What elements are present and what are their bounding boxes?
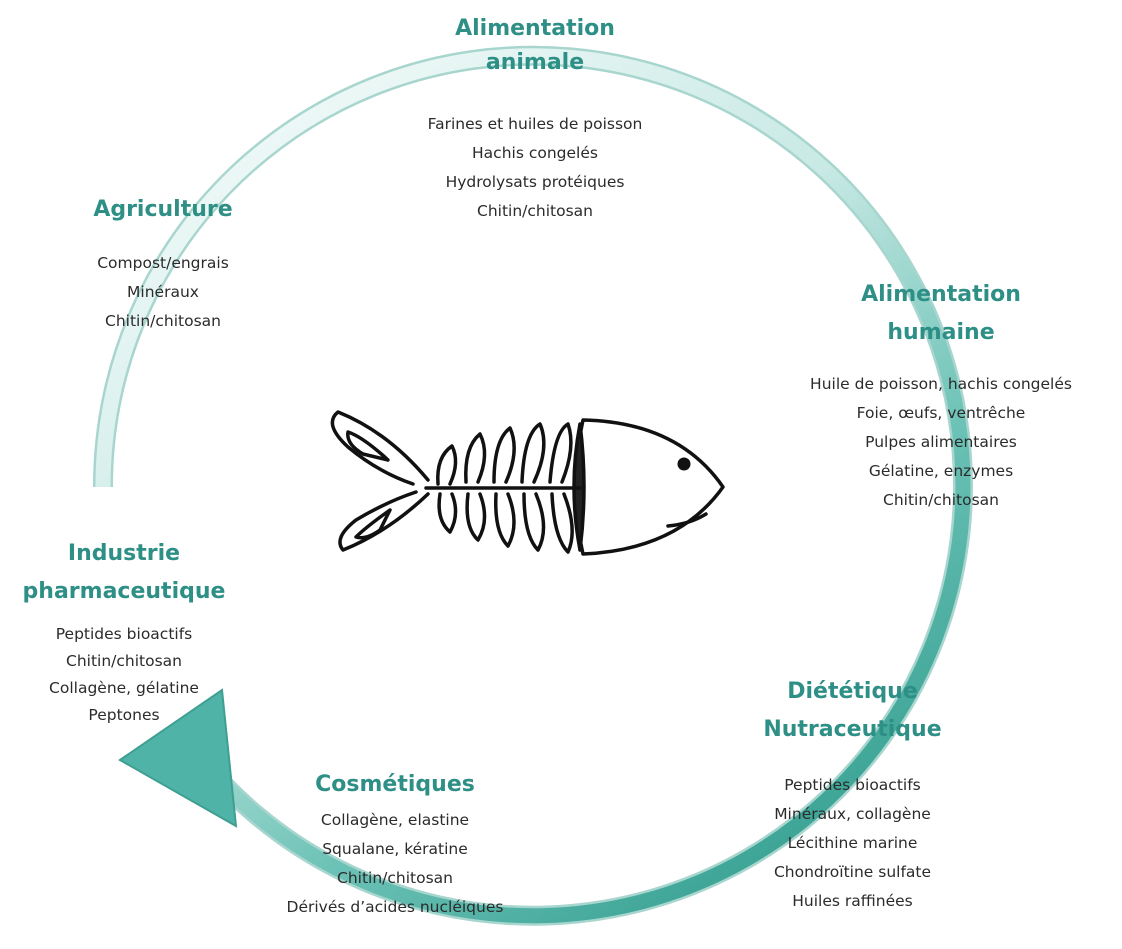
title-line: Agriculture: [58, 193, 268, 227]
title-line: Cosmétiques: [250, 768, 540, 802]
section-industrie-pharmaceutique: Industrie pharmaceutique Peptides bioact…: [4, 535, 244, 729]
section-title: Alimentation animale: [380, 12, 690, 80]
section-title: Agriculture: [58, 193, 268, 227]
list-item: Chitin/chitosan: [4, 648, 244, 675]
title-line: pharmaceutique: [4, 573, 244, 611]
section-cosmetiques: Cosmétiques Collagène, elastine Squalane…: [250, 768, 540, 922]
list-item: Foie, œufs, ventrêche: [765, 399, 1117, 428]
list-item: Peptides bioactifs: [4, 621, 244, 648]
list-item: Pulpes alimentaires: [765, 428, 1117, 457]
list-item: Chitin/chitosan: [765, 486, 1117, 515]
list-item: Collagène, elastine: [250, 806, 540, 835]
section-title: Industrie pharmaceutique: [4, 535, 244, 611]
title-line: Industrie: [4, 535, 244, 573]
fish-skeleton-icon: [318, 402, 728, 562]
section-items: Peptides bioactifs Chitin/chitosan Colla…: [4, 621, 244, 729]
section-alimentation-humaine: Alimentation humaine Huile de poisson, h…: [765, 276, 1117, 515]
section-items: Farines et huiles de poisson Hachis cong…: [380, 110, 690, 226]
list-item: Compost/engrais: [58, 249, 268, 278]
list-item: Huiles raffinées: [740, 887, 965, 916]
list-item: Chitin/chitosan: [380, 197, 690, 226]
section-dietetique-nutraceutique: Diététique Nutraceutique Peptides bioact…: [740, 673, 965, 916]
list-item: Squalane, kératine: [250, 835, 540, 864]
list-item: Chitin/chitosan: [250, 864, 540, 893]
title-line: Diététique: [740, 673, 965, 711]
section-items: Peptides bioactifs Minéraux, collagène L…: [740, 771, 965, 916]
list-item: Dérivés d’acides nucléiques: [250, 893, 540, 922]
section-items: Collagène, elastine Squalane, kératine C…: [250, 806, 540, 922]
list-item: Chitin/chitosan: [58, 307, 268, 336]
section-alimentation-animale: Alimentation animale Farines et huiles d…: [380, 12, 690, 226]
title-line: Nutraceutique: [740, 711, 965, 749]
list-item: Minéraux: [58, 278, 268, 307]
section-items: Compost/engrais Minéraux Chitin/chitosan: [58, 249, 268, 336]
section-items: Huile de poisson, hachis congelés Foie, …: [765, 370, 1117, 515]
title-line: Alimentation: [765, 276, 1117, 314]
title-line: Alimentation: [380, 12, 690, 46]
list-item: Farines et huiles de poisson: [380, 110, 690, 139]
list-item: Gélatine, enzymes: [765, 457, 1117, 486]
section-title: Alimentation humaine: [765, 276, 1117, 352]
list-item: Minéraux, collagène: [740, 800, 965, 829]
list-item: Hydrolysats protéiques: [380, 168, 690, 197]
list-item: Lécithine marine: [740, 829, 965, 858]
title-line: animale: [380, 46, 690, 80]
list-item: Hachis congelés: [380, 139, 690, 168]
list-item: Peptones: [4, 702, 244, 729]
list-item: Collagène, gélatine: [4, 675, 244, 702]
list-item: Chondroïtine sulfate: [740, 858, 965, 887]
title-line: humaine: [765, 314, 1117, 352]
list-item: Huile de poisson, hachis congelés: [765, 370, 1117, 399]
list-item: Peptides bioactifs: [740, 771, 965, 800]
section-title: Diététique Nutraceutique: [740, 673, 965, 749]
section-title: Cosmétiques: [250, 768, 540, 802]
section-agriculture: Agriculture Compost/engrais Minéraux Chi…: [58, 193, 268, 336]
